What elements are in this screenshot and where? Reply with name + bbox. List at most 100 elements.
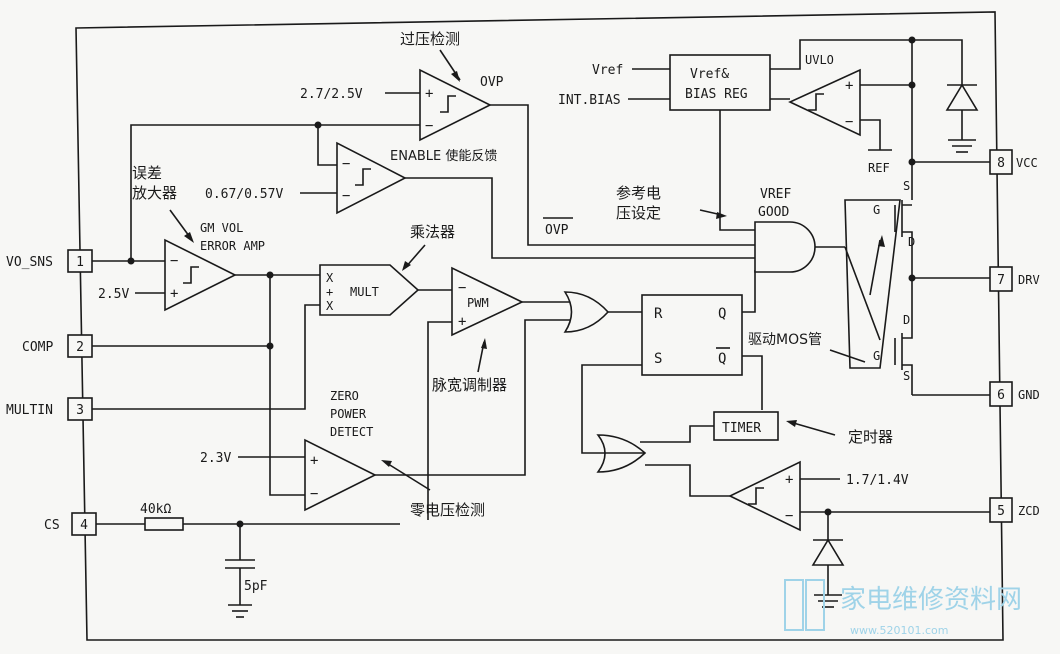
intbias-label: INT.BIAS <box>558 93 621 108</box>
svg-text:−: − <box>342 188 350 204</box>
timer-cn: 定时器 <box>848 428 893 446</box>
pin-5-number: 5 <box>997 504 1005 519</box>
pin-1-name: VO_SNS <box>6 255 53 270</box>
mosfet-high: G D S <box>873 179 915 275</box>
zero-label-1: ZERO <box>330 389 359 403</box>
vref-cn-2: 压设定 <box>616 204 661 222</box>
svg-text:Vref&: Vref& <box>690 67 729 82</box>
svg-text:X: X <box>326 271 334 285</box>
pin-2: 2 COMP <box>22 334 93 358</box>
svg-text:S: S <box>903 369 910 383</box>
watermark: 家电维修资料网 www.520101.com <box>784 579 1022 637</box>
svg-text:+: + <box>458 314 466 330</box>
ovp-label: OVP <box>480 75 504 90</box>
mult-label: MULT <box>350 285 379 299</box>
mosfet-low: G D S <box>873 278 913 395</box>
svg-text:−: − <box>342 156 350 172</box>
zener-diode-vcc <box>945 70 979 153</box>
zcd-threshold: 1.7/1.4V <box>846 473 909 488</box>
pin-7: 7 DRV <box>989 266 1040 292</box>
svg-text:+: + <box>170 286 178 302</box>
zener-diode-zcd <box>811 512 845 608</box>
pin-3-number: 3 <box>76 403 84 418</box>
svg-text:G: G <box>873 203 880 217</box>
zero-threshold: 2.3V <box>200 451 231 466</box>
vref-input-label: Vref <box>592 63 623 78</box>
zero-label-2: POWER <box>330 407 367 421</box>
ovp-comparator: + − <box>419 68 492 142</box>
timer-block: TIMER <box>713 411 779 441</box>
enable-label: ENABLE 使能反馈 <box>390 148 497 164</box>
pin-3-name: MULTIN <box>6 403 53 418</box>
zcd-comparator: + − <box>728 460 801 532</box>
ovp-bar-label: OVP <box>545 223 569 238</box>
capacitor-label: 5pF <box>244 579 268 594</box>
watermark-url: www.520101.com <box>850 624 948 637</box>
zero-label-3: DETECT <box>330 425 373 439</box>
mos-cn: 驱动MOS管 <box>748 332 822 348</box>
pin-1-number: 1 <box>76 255 84 270</box>
error-amp-cn-1: 误差 <box>132 164 162 182</box>
error-amp-cn-2: 放大器 <box>132 184 177 202</box>
rs-flip-flop: R Q S Q <box>641 294 743 376</box>
vref-cn-1: 参考电 <box>616 184 661 202</box>
svg-text:−: − <box>845 114 853 130</box>
ovp-threshold: 2.7/2.5V <box>300 87 363 102</box>
driver-stage <box>844 199 901 369</box>
svg-text:X: X <box>326 299 334 313</box>
svg-text:−: − <box>425 118 433 134</box>
zero-power-detect-comparator: + − <box>304 438 377 512</box>
or-gate-pwm <box>563 291 610 333</box>
zero-cn: 零电压检测 <box>410 501 485 519</box>
uvlo-comparator: + − <box>788 68 861 137</box>
pin-1: 1 VO_SNS <box>6 249 93 273</box>
pwm-comparator: − + PWM <box>451 266 524 337</box>
pin-4-number: 4 <box>80 518 88 533</box>
svg-text:−: − <box>785 508 793 524</box>
ic-outline <box>75 11 1004 641</box>
svg-text:−: − <box>310 486 318 502</box>
svg-text:D: D <box>908 235 915 249</box>
pin-2-name: COMP <box>22 340 53 355</box>
pin-8-name: VCC <box>1016 156 1038 170</box>
svg-text:+: + <box>310 453 318 469</box>
pin-5-name: ZCD <box>1018 504 1040 518</box>
pin-6-name: GND <box>1018 388 1040 402</box>
ref-label: REF <box>868 161 890 175</box>
multiplier: X + X MULT <box>319 264 420 316</box>
svg-text:+: + <box>425 86 433 102</box>
error-amp-label-1: GM VOL <box>200 221 243 235</box>
pin-6: 6 GND <box>989 381 1040 407</box>
uvlo-label: UVLO <box>805 53 834 67</box>
svg-text:+: + <box>326 285 333 299</box>
resistor-40k <box>144 517 184 531</box>
svg-text:S: S <box>654 351 662 367</box>
pin-4: 4 CS <box>44 512 97 536</box>
timer-label: TIMER <box>722 421 761 436</box>
pin-6-number: 6 <box>997 388 1005 403</box>
ref-2p5v: 2.5V <box>98 287 129 302</box>
vref-good-2: GOOD <box>758 205 789 220</box>
vref-good-1: VREF <box>760 187 791 202</box>
svg-text:+: + <box>845 78 853 94</box>
svg-text:S: S <box>903 179 910 193</box>
pin-3: 3 MULTIN <box>6 397 93 421</box>
svg-text:−: − <box>458 280 466 296</box>
svg-text:−: − <box>170 253 178 269</box>
pin-4-name: CS <box>44 518 60 533</box>
svg-text:D: D <box>903 313 910 327</box>
svg-text:BIAS REG: BIAS REG <box>685 87 748 102</box>
watermark-text: 家电维修资料网 <box>840 585 1022 615</box>
pin-7-name: DRV <box>1018 273 1040 287</box>
resistor-label: 40kΩ <box>140 502 171 517</box>
error-amplifier: − + <box>164 238 237 312</box>
svg-text:R: R <box>654 306 663 322</box>
and-gate <box>754 221 816 273</box>
enable-threshold: 0.67/0.57V <box>205 187 283 202</box>
error-amp-label-2: ERROR AMP <box>200 239 265 253</box>
pin-7-number: 7 <box>997 273 1005 288</box>
enable-comparator: − − <box>336 141 407 215</box>
pin-5: 5 ZCD <box>989 497 1040 523</box>
pwm-cn: 脉宽调制器 <box>432 376 507 394</box>
